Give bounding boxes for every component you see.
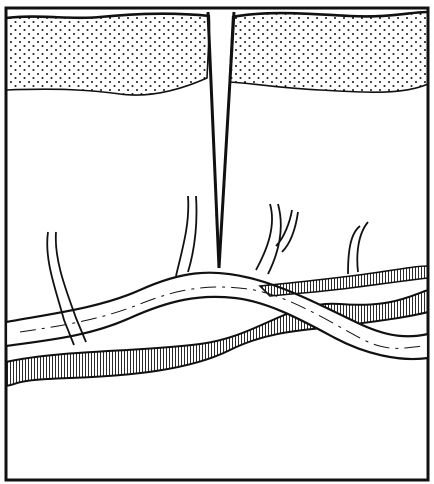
epidermis-layer-right (229, 12, 428, 92)
capillary-branch-center-right (256, 204, 298, 274)
epidermis-layer-left (6, 14, 210, 95)
capillary-branch-right (348, 222, 368, 274)
capillary-branch-center-left (176, 196, 197, 276)
right-crossing-vessel (260, 266, 428, 296)
